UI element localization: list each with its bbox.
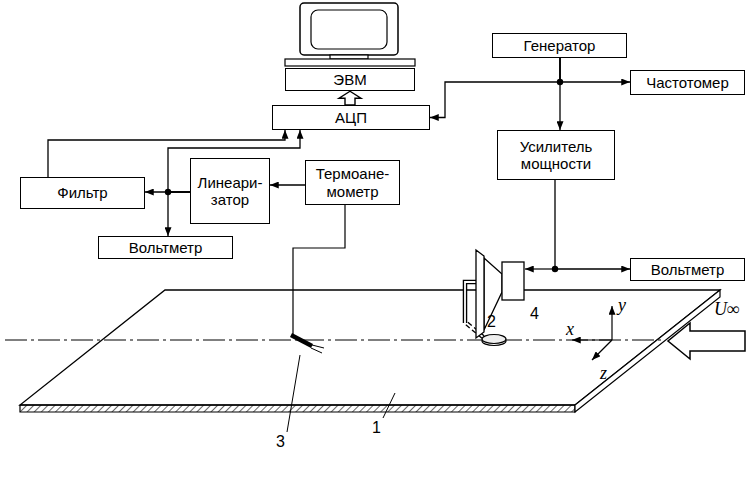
filter-box: Фильтр	[20, 177, 145, 209]
box-text: Термоане- мометр	[310, 165, 395, 200]
junction-dot	[557, 79, 563, 85]
junction-dot	[165, 189, 171, 195]
box-text: Частотомер	[646, 74, 729, 91]
monitor-screen	[311, 10, 387, 49]
monitor-base	[285, 59, 415, 66]
junction-dot	[552, 266, 558, 272]
box-text: Генератор	[524, 37, 596, 54]
monitor-body	[300, 3, 398, 55]
signal-wire	[270, 184, 305, 185]
linearizer-box: Линеари- затор	[190, 158, 270, 224]
power-amplifier-box: Усилитель мощности	[497, 130, 615, 180]
axis-x	[572, 339, 612, 340]
flow-velocity-label: U∞	[714, 300, 740, 318]
frequency-meter-box: Частотомер	[630, 70, 745, 95]
signal-wire	[559, 58, 560, 130]
axis-label: x	[566, 320, 574, 338]
sound-source	[465, 250, 555, 346]
box-text: Усилитель мощности	[502, 138, 610, 173]
adc-box: АЦП	[272, 105, 430, 130]
axes	[572, 306, 612, 360]
voltmeter-box: Вольтметр	[98, 236, 233, 259]
probe-prong	[312, 345, 324, 348]
axis-label: z	[600, 364, 607, 382]
speaker-rim	[476, 250, 484, 338]
probe-body	[291, 335, 312, 346]
tube	[465, 282, 477, 323]
box-text: АЦП	[335, 109, 367, 126]
plate-surface	[20, 290, 720, 405]
anemometer-box: Термоане- мометр	[305, 160, 400, 205]
probe-cable	[293, 195, 345, 336]
callout-number: 4	[530, 306, 539, 322]
generator-box: Генератор	[492, 33, 627, 58]
axis-y	[611, 306, 612, 340]
box-text: Вольтметр	[129, 239, 203, 256]
signal-wire	[560, 58, 630, 82]
tube-inner	[465, 282, 477, 323]
leader-line	[383, 393, 395, 418]
probe-prong	[311, 348, 322, 353]
disk	[482, 335, 506, 344]
signal-wire	[555, 180, 630, 269]
hot-wire-probe	[291, 195, 345, 353]
axis-label: y	[618, 296, 626, 314]
axis-z	[592, 340, 612, 360]
speaker-magnet	[502, 262, 524, 300]
box-text: Вольтметр	[651, 261, 725, 278]
box-text: ЭВМ	[333, 71, 366, 88]
box-text: Линеари- затор	[195, 174, 265, 209]
leader-line	[287, 355, 300, 432]
voltmeter-box: Вольтметр	[630, 258, 745, 281]
computer-monitor	[285, 3, 415, 66]
box-text: Фильтр	[57, 184, 107, 201]
data-bus-arrow	[339, 91, 361, 105]
callout-number: 1	[372, 420, 381, 436]
plate-edge	[20, 405, 575, 412]
callout-number: 2	[487, 314, 496, 330]
computer-box: ЭВМ	[285, 68, 415, 91]
flat-plate	[5, 290, 720, 412]
signal-wire	[430, 58, 560, 118]
speaker-cone	[484, 258, 502, 330]
centerline	[5, 340, 662, 341]
callout-number: 3	[276, 434, 285, 450]
speaker-feed	[525, 268, 555, 269]
signal-wire	[168, 192, 190, 236]
flow-arrow	[668, 323, 745, 359]
